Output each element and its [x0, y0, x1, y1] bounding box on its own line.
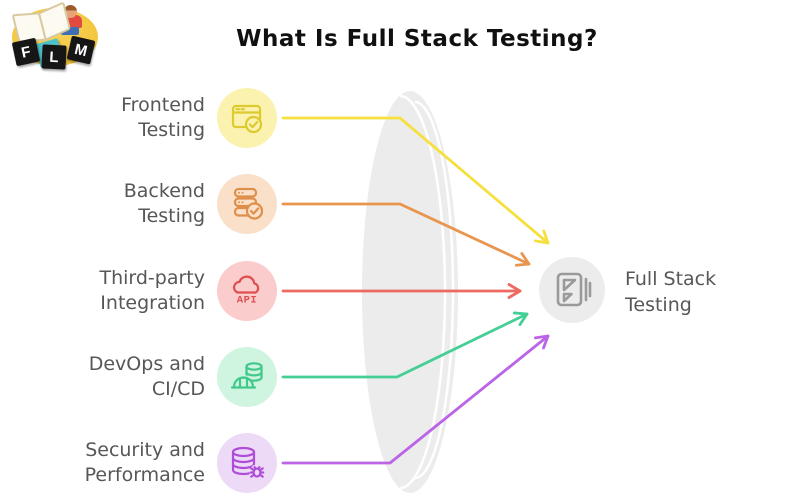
arrow-devops	[281, 311, 529, 379]
target-label-line2: Testing	[625, 294, 692, 316]
helmet-database-icon	[230, 362, 263, 394]
server-check-icon	[233, 187, 264, 220]
frontend-icon-circle	[217, 88, 277, 148]
item-label: DevOps and CI/CD	[89, 352, 205, 402]
item-label-line2: Testing	[138, 119, 205, 141]
item-frontend-testing: Frontend Testing	[0, 85, 277, 151]
item-devops-cicd: DevOps and CI/CD	[0, 344, 277, 410]
logo-letter-m: M	[66, 35, 96, 65]
backend-icon-circle	[217, 174, 277, 234]
item-label-line2: Integration	[100, 292, 205, 314]
item-label: Frontend Testing	[121, 93, 205, 143]
item-label-line1: Backend	[123, 180, 205, 202]
item-label-line2: Performance	[84, 464, 205, 486]
browser-check-icon	[231, 104, 263, 134]
arrow-third-party	[281, 283, 522, 299]
devops-icon-circle	[217, 347, 277, 407]
item-backend-testing: Backend Testing	[0, 171, 277, 237]
arrow-frontend	[281, 116, 550, 245]
page-title: What Is Full Stack Testing?	[236, 26, 598, 52]
item-label-line1: Third-party	[99, 267, 205, 289]
item-label-line1: Security and	[85, 439, 205, 461]
logo-letter-l: L	[41, 44, 67, 70]
item-label-line1: DevOps and	[88, 353, 205, 375]
logo-kid-legs	[61, 27, 79, 35]
item-label: Backend Testing	[124, 179, 205, 229]
target-label-line1: Full Stack	[625, 268, 717, 290]
full-stack-target-circle	[539, 257, 605, 323]
logo-letter-f: F	[11, 37, 41, 67]
item-label-line1: Frontend	[121, 94, 205, 116]
arrow-backend	[281, 202, 531, 267]
flm-logo: F L M	[4, 1, 104, 74]
item-third-party-integration: Third-party Integration API	[0, 258, 277, 324]
item-label-line2: Testing	[138, 205, 205, 227]
database-bug-icon	[231, 446, 265, 480]
arrow-security	[281, 334, 550, 465]
item-label: Security and Performance	[85, 438, 205, 488]
third-party-icon-circle: API	[217, 261, 277, 321]
item-label-line2: CI/CD	[151, 378, 205, 400]
document-stack-icon	[556, 272, 592, 307]
full-stack-target-label: Full Stack Testing	[625, 266, 716, 318]
item-security-performance: Security and Performance	[0, 430, 277, 496]
item-label: Third-party Integration	[99, 266, 205, 316]
security-icon-circle	[217, 433, 277, 493]
svg-text:API: API	[237, 295, 257, 307]
cloud-api-icon: API	[233, 275, 260, 307]
